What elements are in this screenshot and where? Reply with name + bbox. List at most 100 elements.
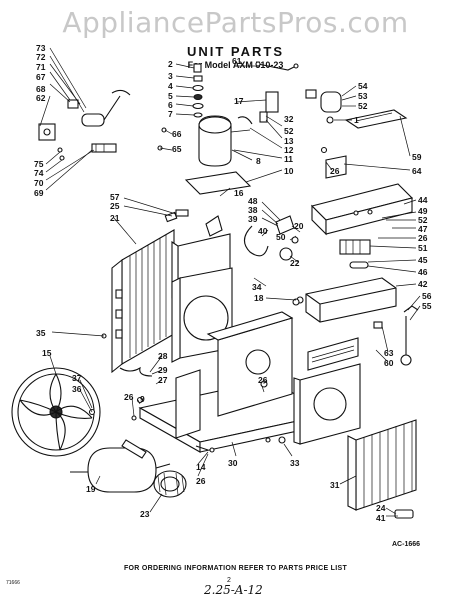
callout-29: 29 — [158, 365, 168, 375]
callout-16: 16 — [234, 188, 244, 198]
condenser-coil — [347, 419, 417, 519]
callout-5: 5 — [168, 91, 173, 101]
callout-26: 26 — [418, 233, 428, 243]
fan-blade — [11, 367, 101, 457]
diagram-subtitle: For Model AXM 510-23 — [187, 60, 284, 70]
callout-40: 40 — [258, 226, 268, 236]
drain-and-tube — [373, 305, 419, 366]
handwritten-note: 2.25-A-12 — [204, 583, 263, 597]
callout-47: 47 — [418, 224, 428, 234]
callout-65: 65 — [172, 144, 182, 154]
callout-32: 32 — [284, 114, 294, 124]
callout-21: 21 — [110, 213, 120, 223]
callout-9: 9 — [140, 394, 145, 404]
callout-22: 22 — [290, 258, 300, 268]
callout-60: 60 — [384, 358, 394, 368]
callout-37: 37 — [72, 373, 82, 383]
diagram-title: UNIT PARTS — [186, 44, 285, 59]
callout-61: 61 — [232, 56, 242, 66]
callout-70: 70 — [34, 178, 44, 188]
callout-50: 50 — [276, 232, 286, 242]
watermark-text: AppliancePartsPros.com — [62, 6, 409, 39]
callout-67: 67 — [36, 72, 46, 82]
callout-42: 42 — [418, 279, 428, 289]
callout-35: 35 — [36, 328, 46, 338]
callout-15: 15 — [42, 348, 52, 358]
callout-36: 36 — [72, 384, 82, 394]
callout-8: 8 — [256, 156, 261, 166]
callout-19: 19 — [86, 484, 96, 494]
callout-74: 74 — [34, 168, 44, 178]
callout-75: 75 — [34, 159, 44, 169]
corner-code: 71666 — [6, 580, 20, 586]
capacitor-assembly — [38, 89, 131, 161]
thermostat-bracket — [164, 211, 299, 261]
callout-24: 24 — [376, 503, 386, 513]
callout-52: 52 — [418, 215, 428, 225]
callout-10: 10 — [284, 166, 294, 176]
callout-26: 26 — [196, 476, 206, 486]
callout-53: 53 — [358, 91, 368, 101]
callout-64: 64 — [412, 166, 422, 176]
callout-27: 27 — [158, 375, 168, 385]
callout-6: 6 — [168, 100, 173, 110]
callout-28: 28 — [158, 351, 168, 361]
callout-73: 73 — [36, 43, 46, 53]
callout-30: 30 — [228, 458, 238, 468]
relay-and-overload — [305, 89, 408, 179]
callout-48: 48 — [248, 196, 258, 206]
callout-25: 25 — [110, 201, 120, 211]
control-box — [296, 183, 414, 323]
leader-lines — [39, 47, 421, 517]
callout-31: 31 — [330, 480, 340, 490]
callout-33: 33 — [290, 458, 300, 468]
callout-66: 66 — [172, 129, 182, 139]
callout-63: 63 — [384, 348, 394, 358]
callout-62: 62 — [36, 93, 46, 103]
callout-52: 52 — [284, 126, 294, 136]
callout-11: 11 — [284, 154, 293, 164]
chassis-base — [138, 311, 332, 453]
callout-54: 54 — [358, 81, 368, 91]
callout-41: 41 — [376, 513, 386, 523]
callout-57: 57 — [110, 192, 120, 202]
callout-44: 44 — [418, 195, 428, 205]
callout-38: 38 — [248, 205, 258, 215]
shroud-louvers — [311, 345, 355, 363]
condenser-shroud — [293, 337, 361, 445]
condenser-fins — [363, 421, 413, 507]
callout-59: 59 — [412, 152, 422, 162]
blower-wheel — [153, 470, 187, 498]
callout-17: 17 — [234, 96, 244, 106]
callout-39: 39 — [248, 214, 258, 224]
callout-55: 55 — [422, 301, 432, 311]
callout-7: 7 — [168, 109, 173, 119]
callout-14: 14 — [196, 462, 206, 472]
compressor — [184, 61, 299, 195]
callout-12: 12 — [284, 145, 294, 155]
callout-3: 3 — [168, 71, 173, 81]
callout-56: 56 — [422, 291, 432, 301]
callout-72: 72 — [36, 52, 46, 62]
callout-26: 26 — [330, 166, 340, 176]
callout-20: 20 — [294, 221, 304, 231]
callout-34: 34 — [252, 282, 262, 292]
callout-23: 23 — [140, 509, 150, 519]
evaporator-coil — [111, 229, 233, 377]
callout-26: 26 — [124, 392, 134, 402]
ordering-note: FOR ORDERING INFORMATION REFER TO PARTS … — [123, 565, 348, 572]
callout-4: 4 — [168, 81, 173, 91]
callout-26: 26 — [258, 375, 268, 385]
callout-1: 1 — [354, 115, 359, 125]
drawing-code: AC-1666 — [392, 541, 421, 548]
callout-51: 51 — [418, 243, 428, 253]
callout-18: 18 — [254, 293, 264, 303]
callout-46: 46 — [418, 267, 428, 277]
callout-69: 69 — [34, 188, 44, 198]
page-number: 2 — [227, 577, 231, 584]
callout-71: 71 — [36, 62, 46, 72]
callout-13: 13 — [284, 136, 294, 146]
evaporator-fins — [129, 235, 167, 358]
callout-49: 49 — [418, 206, 428, 216]
